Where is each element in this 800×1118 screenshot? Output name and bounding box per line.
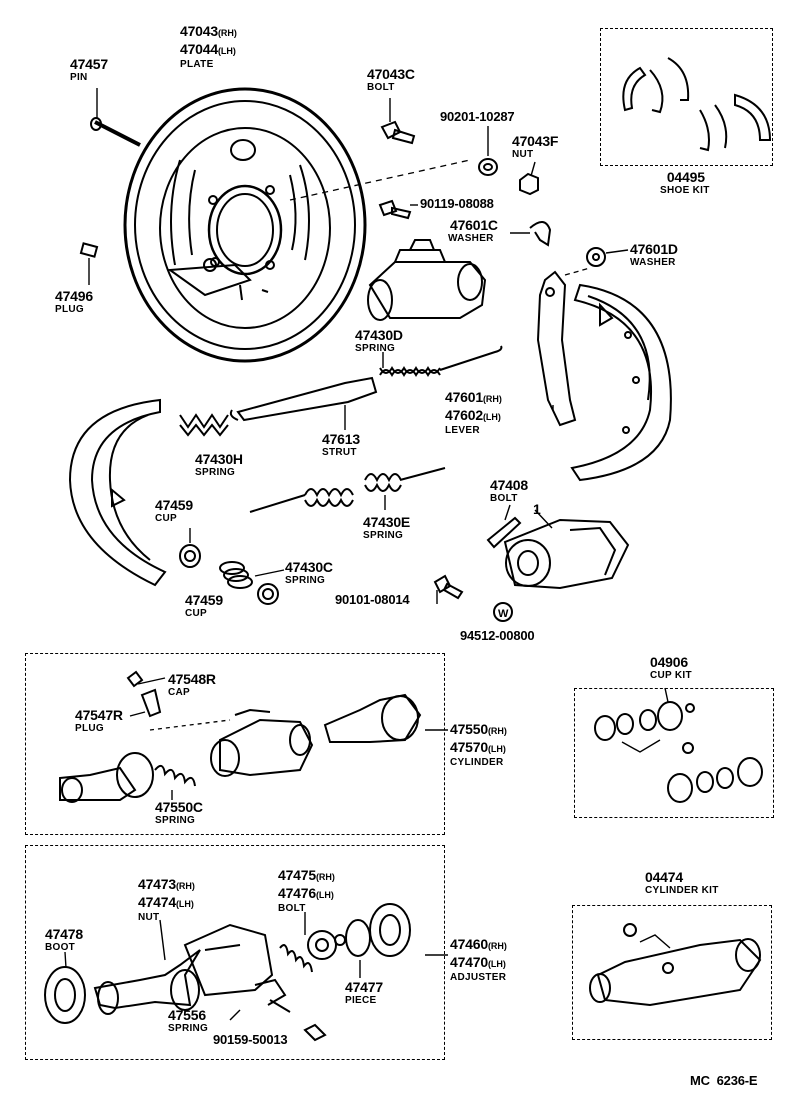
label-nut-f: 47043F NUT (512, 133, 559, 160)
label-shoe-kit: 04495 SHOE KIT (660, 169, 710, 196)
label-90119: 90119-08088 (420, 196, 494, 211)
label-spring-c: 47430C SPRING (285, 559, 333, 586)
spring-d-drawing (379, 345, 503, 377)
label-cap: 47548R CAP (168, 671, 216, 698)
label-washer-c: 47601C WASHER (448, 217, 498, 244)
cylinder-kit-box (572, 905, 772, 1040)
label-94512: 94512-00800 (460, 628, 535, 643)
spring-h-drawing (179, 413, 229, 437)
strut-drawing (229, 376, 378, 430)
label-pin: 47457 PIN (70, 56, 108, 83)
nut-f-drawing (519, 161, 539, 196)
label-piece: 47477 PIECE (345, 979, 383, 1006)
label-cup-459b: 47459 CUP (185, 592, 223, 619)
wheel-cylinder-upper-drawing (367, 239, 487, 321)
label-nut-473: 47473(RH) 47474(LH) NUT (138, 876, 195, 923)
label-cylinder: 47550(RH) 47570(LH) CYLINDER (450, 721, 507, 768)
label-spring-h: 47430H SPRING (195, 451, 243, 478)
plug-496-drawing (79, 242, 99, 285)
label-spring-d: 47430D SPRING (355, 327, 403, 354)
spring-e-drawing (249, 467, 446, 513)
spring-c-drawing (219, 561, 285, 589)
cylinder-box (25, 653, 445, 835)
bolt-90119-drawing (378, 199, 418, 220)
washer-94512-drawing: W (493, 602, 513, 622)
label-bolt-475: 47475(RH) 47476(LH) BOLT (278, 867, 335, 914)
backing-plate-drawing (123, 87, 367, 363)
label-adjuster: 47460(RH) 47470(LH) ADJUSTER (450, 936, 507, 983)
bolt-90101-drawing (433, 574, 464, 604)
label-bolt-c: 47043C BOLT (367, 66, 415, 93)
label-spring-550c: 47550C SPRING (155, 799, 203, 826)
label-spring-e: 47430E SPRING (363, 514, 411, 541)
label-90159: 90159-50013 (213, 1032, 288, 1047)
cup-459b-drawing (257, 583, 279, 605)
label-bolt-408: 47408 BOLT (490, 477, 528, 504)
svg-text:W: W (498, 608, 509, 620)
bolt-c-drawing (380, 98, 416, 145)
label-90101: 90101-08014 (335, 592, 410, 607)
brake-shoe-left-drawing (68, 398, 167, 587)
cup-kit-box (574, 688, 774, 818)
label-cup-459a: 47459 CUP (155, 497, 193, 524)
label-ref-1: 1 (533, 501, 541, 517)
cylinder-box-drawing (59, 670, 448, 803)
label-washer-d: 47601D WASHER (630, 241, 678, 268)
adjuster-box (25, 845, 445, 1060)
label-plug-496: 47496 PLUG (55, 288, 93, 315)
shoe-kit-box (600, 28, 773, 166)
label-plate: 47043(RH) 47044(LH) PLATE (180, 23, 237, 70)
washer-c-drawing (510, 221, 552, 247)
label-90201: 90201-10287 (440, 109, 515, 124)
nut-90201-drawing (289, 126, 498, 201)
diagram-code: MC 6236-E (690, 1073, 758, 1088)
washer-d-drawing (564, 247, 629, 276)
cup-kit-drawing (594, 687, 763, 803)
wheel-cylinder-lower-drawing (503, 518, 630, 590)
shoe-kit-drawing (622, 57, 772, 152)
lever-drawing (536, 270, 577, 427)
label-boot: 47478 BOOT (45, 926, 83, 953)
pin-drawing (90, 88, 141, 147)
label-lever: 47601(RH) 47602(LH) LEVER (445, 389, 502, 436)
cylinder-kit-drawing (589, 923, 762, 1007)
brake-shoe-right-drawing (570, 283, 672, 482)
label-spring-556: 47556 SPRING (168, 1007, 209, 1034)
cup-459a-drawing (179, 528, 201, 568)
label-cylinder-kit: 04474 CYLINDER KIT (645, 869, 719, 896)
label-strut: 47613 STRUT (322, 431, 360, 458)
label-cup-kit: 04906 CUP KIT (650, 654, 692, 681)
label-plug-547: 47547R PLUG (75, 707, 123, 734)
